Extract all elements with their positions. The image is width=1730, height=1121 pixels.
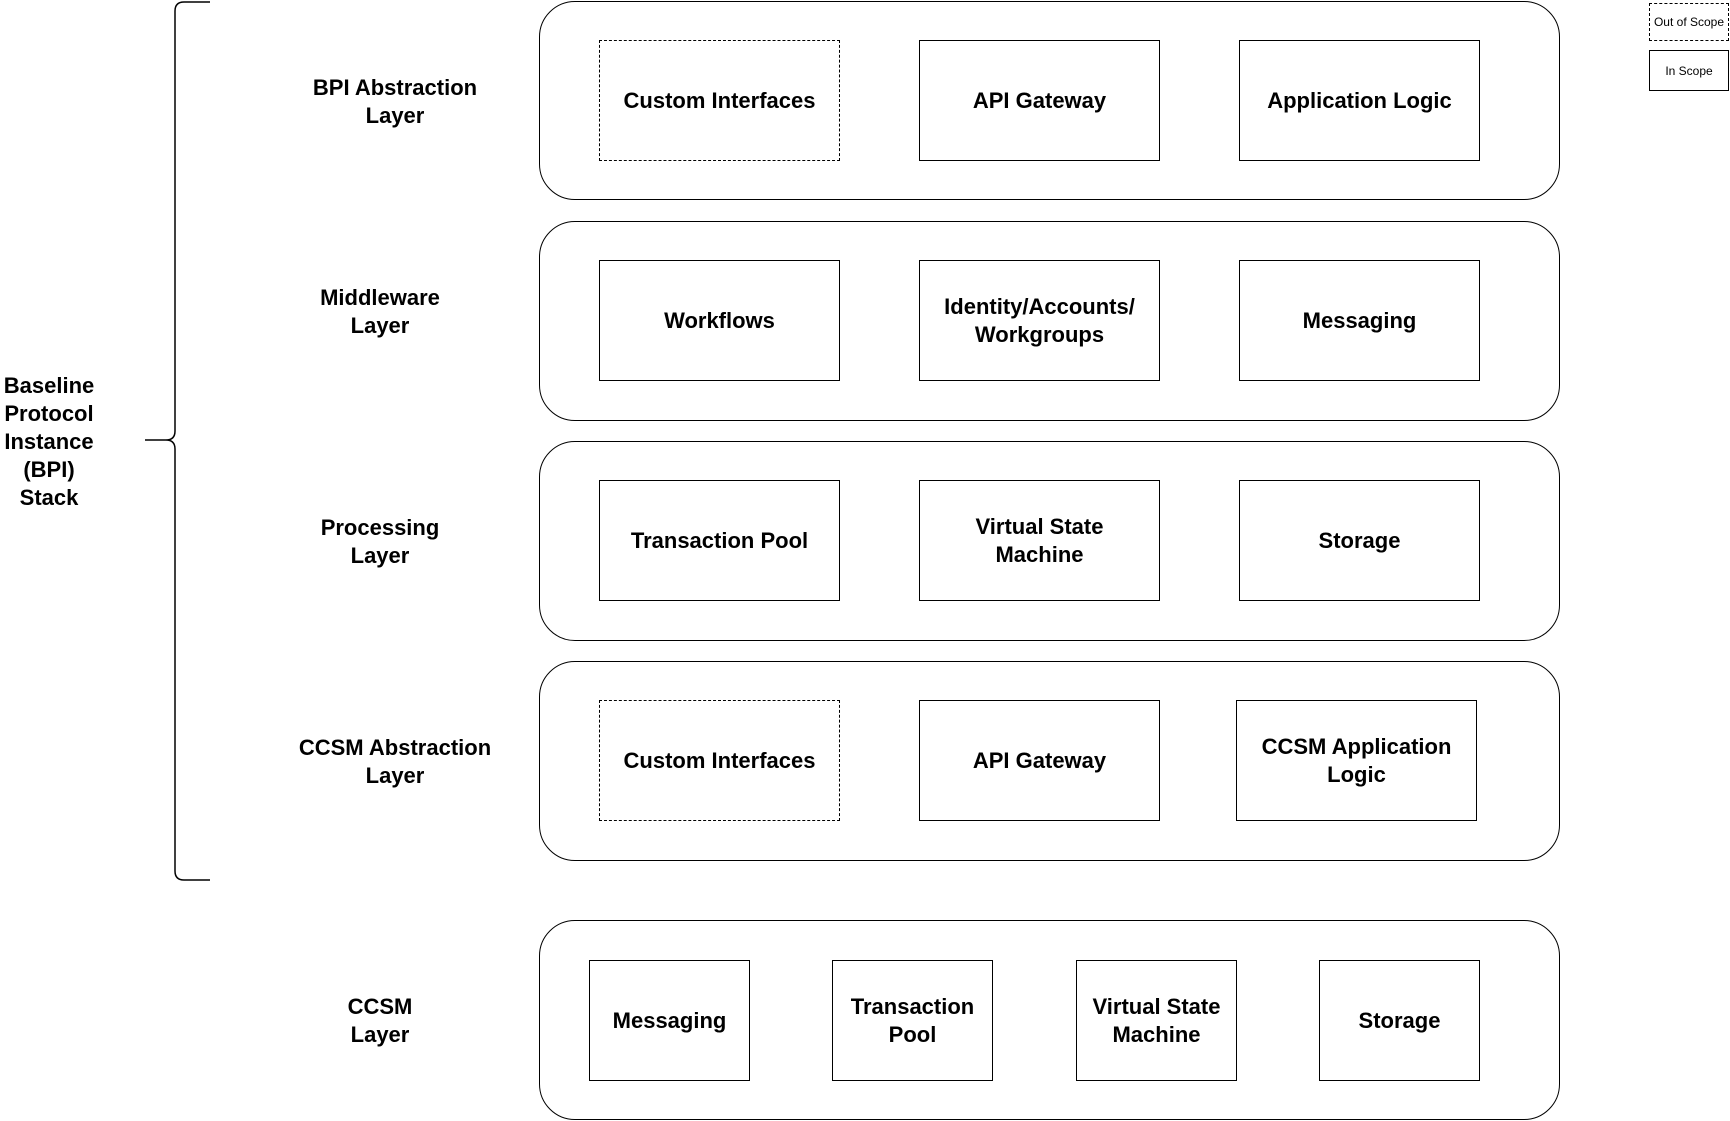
stack-label: Baseline Protocol Instance (BPI) Stack (3, 373, 95, 510)
layer-label-ccsm: CCSM Layer (347, 994, 413, 1047)
component-virtual-state-machine: Virtual State Machine (919, 480, 1160, 601)
layer-label-processing: Processing Layer (320, 515, 440, 568)
component-custom-interfaces: Custom Interfaces (599, 40, 840, 161)
component-messaging: Messaging (1239, 260, 1480, 381)
component-workflows: Workflows (599, 260, 840, 381)
legend-out-of-scope: Out of Scope (1649, 3, 1729, 41)
layer-label-bpi-abstraction: BPI Abstraction Layer (312, 75, 478, 128)
component-api-gateway: API Gateway (919, 700, 1160, 821)
component-custom-interfaces: Custom Interfaces (599, 700, 840, 821)
legend-in-scope: In Scope (1649, 50, 1729, 91)
component-application-logic: Application Logic (1239, 40, 1480, 161)
component-ccsm-application-logic: CCSM Application Logic (1236, 700, 1477, 821)
component-messaging: Messaging (589, 960, 750, 1081)
component-storage: Storage (1239, 480, 1480, 601)
layer-label-middleware: Middleware Layer (320, 285, 440, 338)
component-storage: Storage (1319, 960, 1480, 1081)
layer-label-ccsm-abstraction: CCSM Abstraction Layer (298, 735, 492, 788)
component-api-gateway: API Gateway (919, 40, 1160, 161)
component-transaction-pool: Transaction Pool (599, 480, 840, 601)
component-virtual-state-machine: Virtual State Machine (1076, 960, 1237, 1081)
component-transaction-pool: Transaction Pool (832, 960, 993, 1081)
component-identity-accounts-workgroups: Identity/Accounts/ Workgroups (919, 260, 1160, 381)
